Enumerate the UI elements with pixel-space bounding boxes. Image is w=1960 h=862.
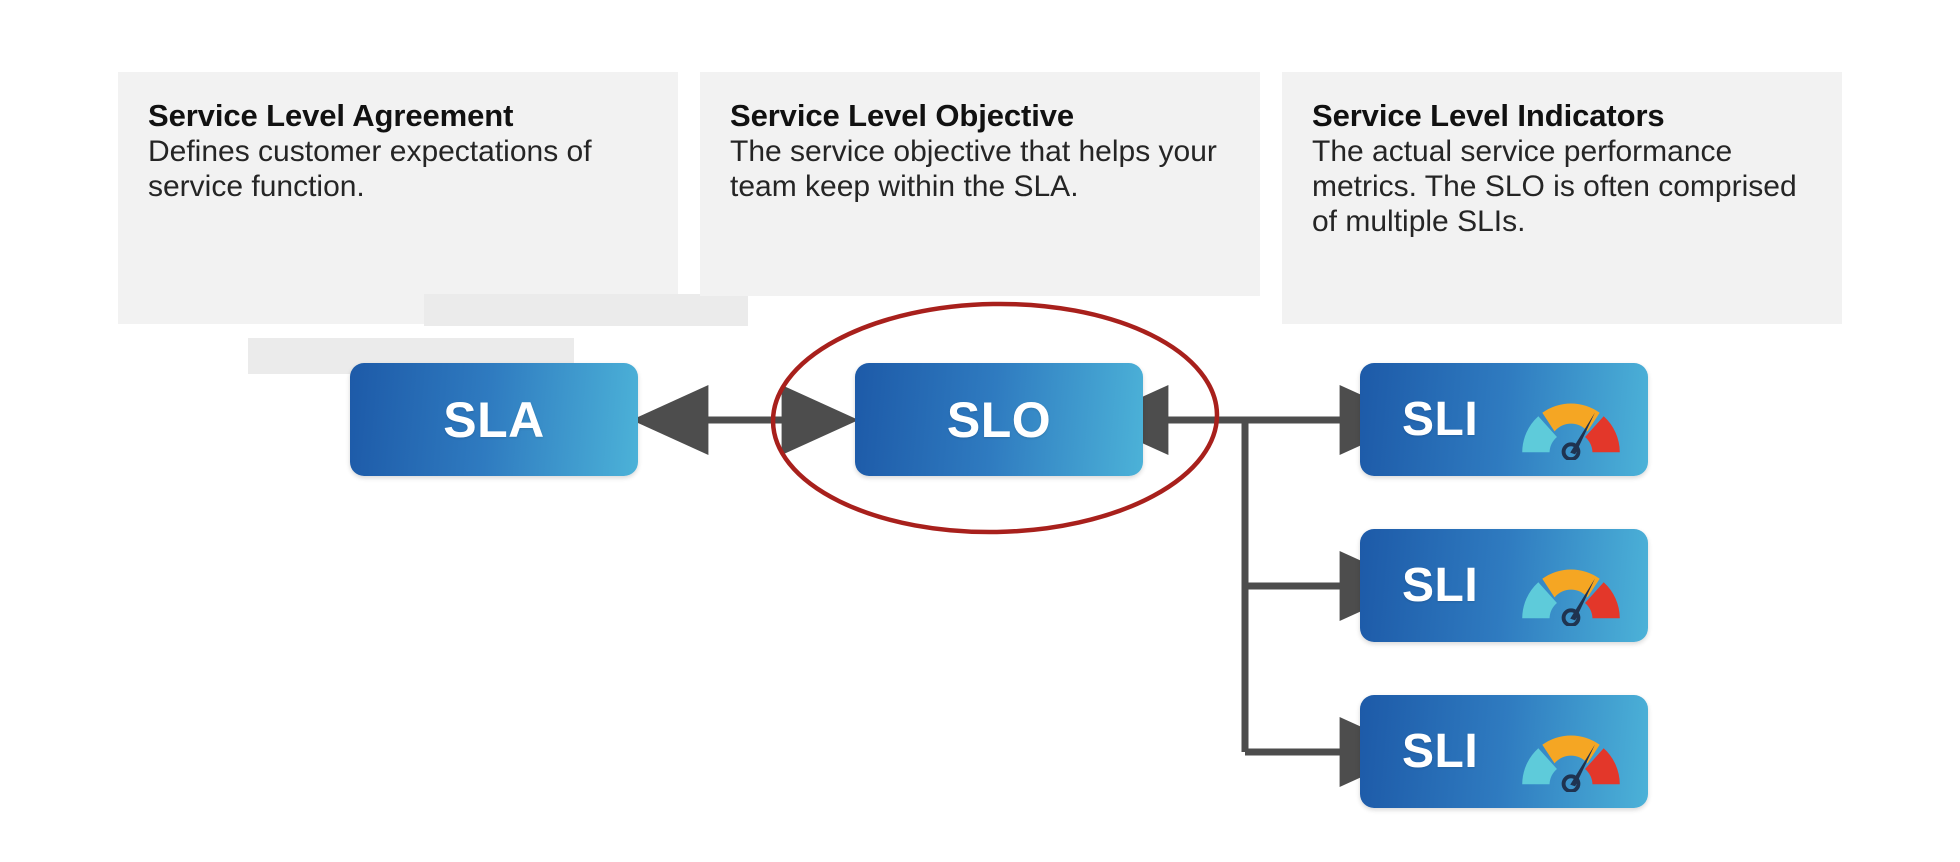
card-title-sli: Service Level Indicators [1312, 98, 1665, 133]
node-sla[interactable]: SLA [350, 363, 638, 476]
node-slo-label: SLO [946, 391, 1052, 448]
card-service-level-objective: Service Level Objective The service obje… [700, 72, 1260, 296]
card-service-level-indicators: Service Level Indicators The actual serv… [1282, 72, 1842, 324]
redaction-block-1 [424, 294, 748, 326]
card-body-slo: The service objective that helps your te… [730, 135, 1217, 204]
card-service-level-agreement: Service Level Agreement Defines customer… [118, 72, 748, 374]
card-body-sla: Defines customer expectations of service… [148, 135, 592, 204]
ellipse-highlight-slo [770, 301, 1220, 535]
card-title-sla: Service Level Agreement [148, 98, 514, 133]
card-body-sli: The actual service performance metrics. … [1312, 135, 1797, 238]
card-title-slo: Service Level Objective [730, 98, 1075, 133]
node-sla-label: SLA [443, 391, 545, 448]
